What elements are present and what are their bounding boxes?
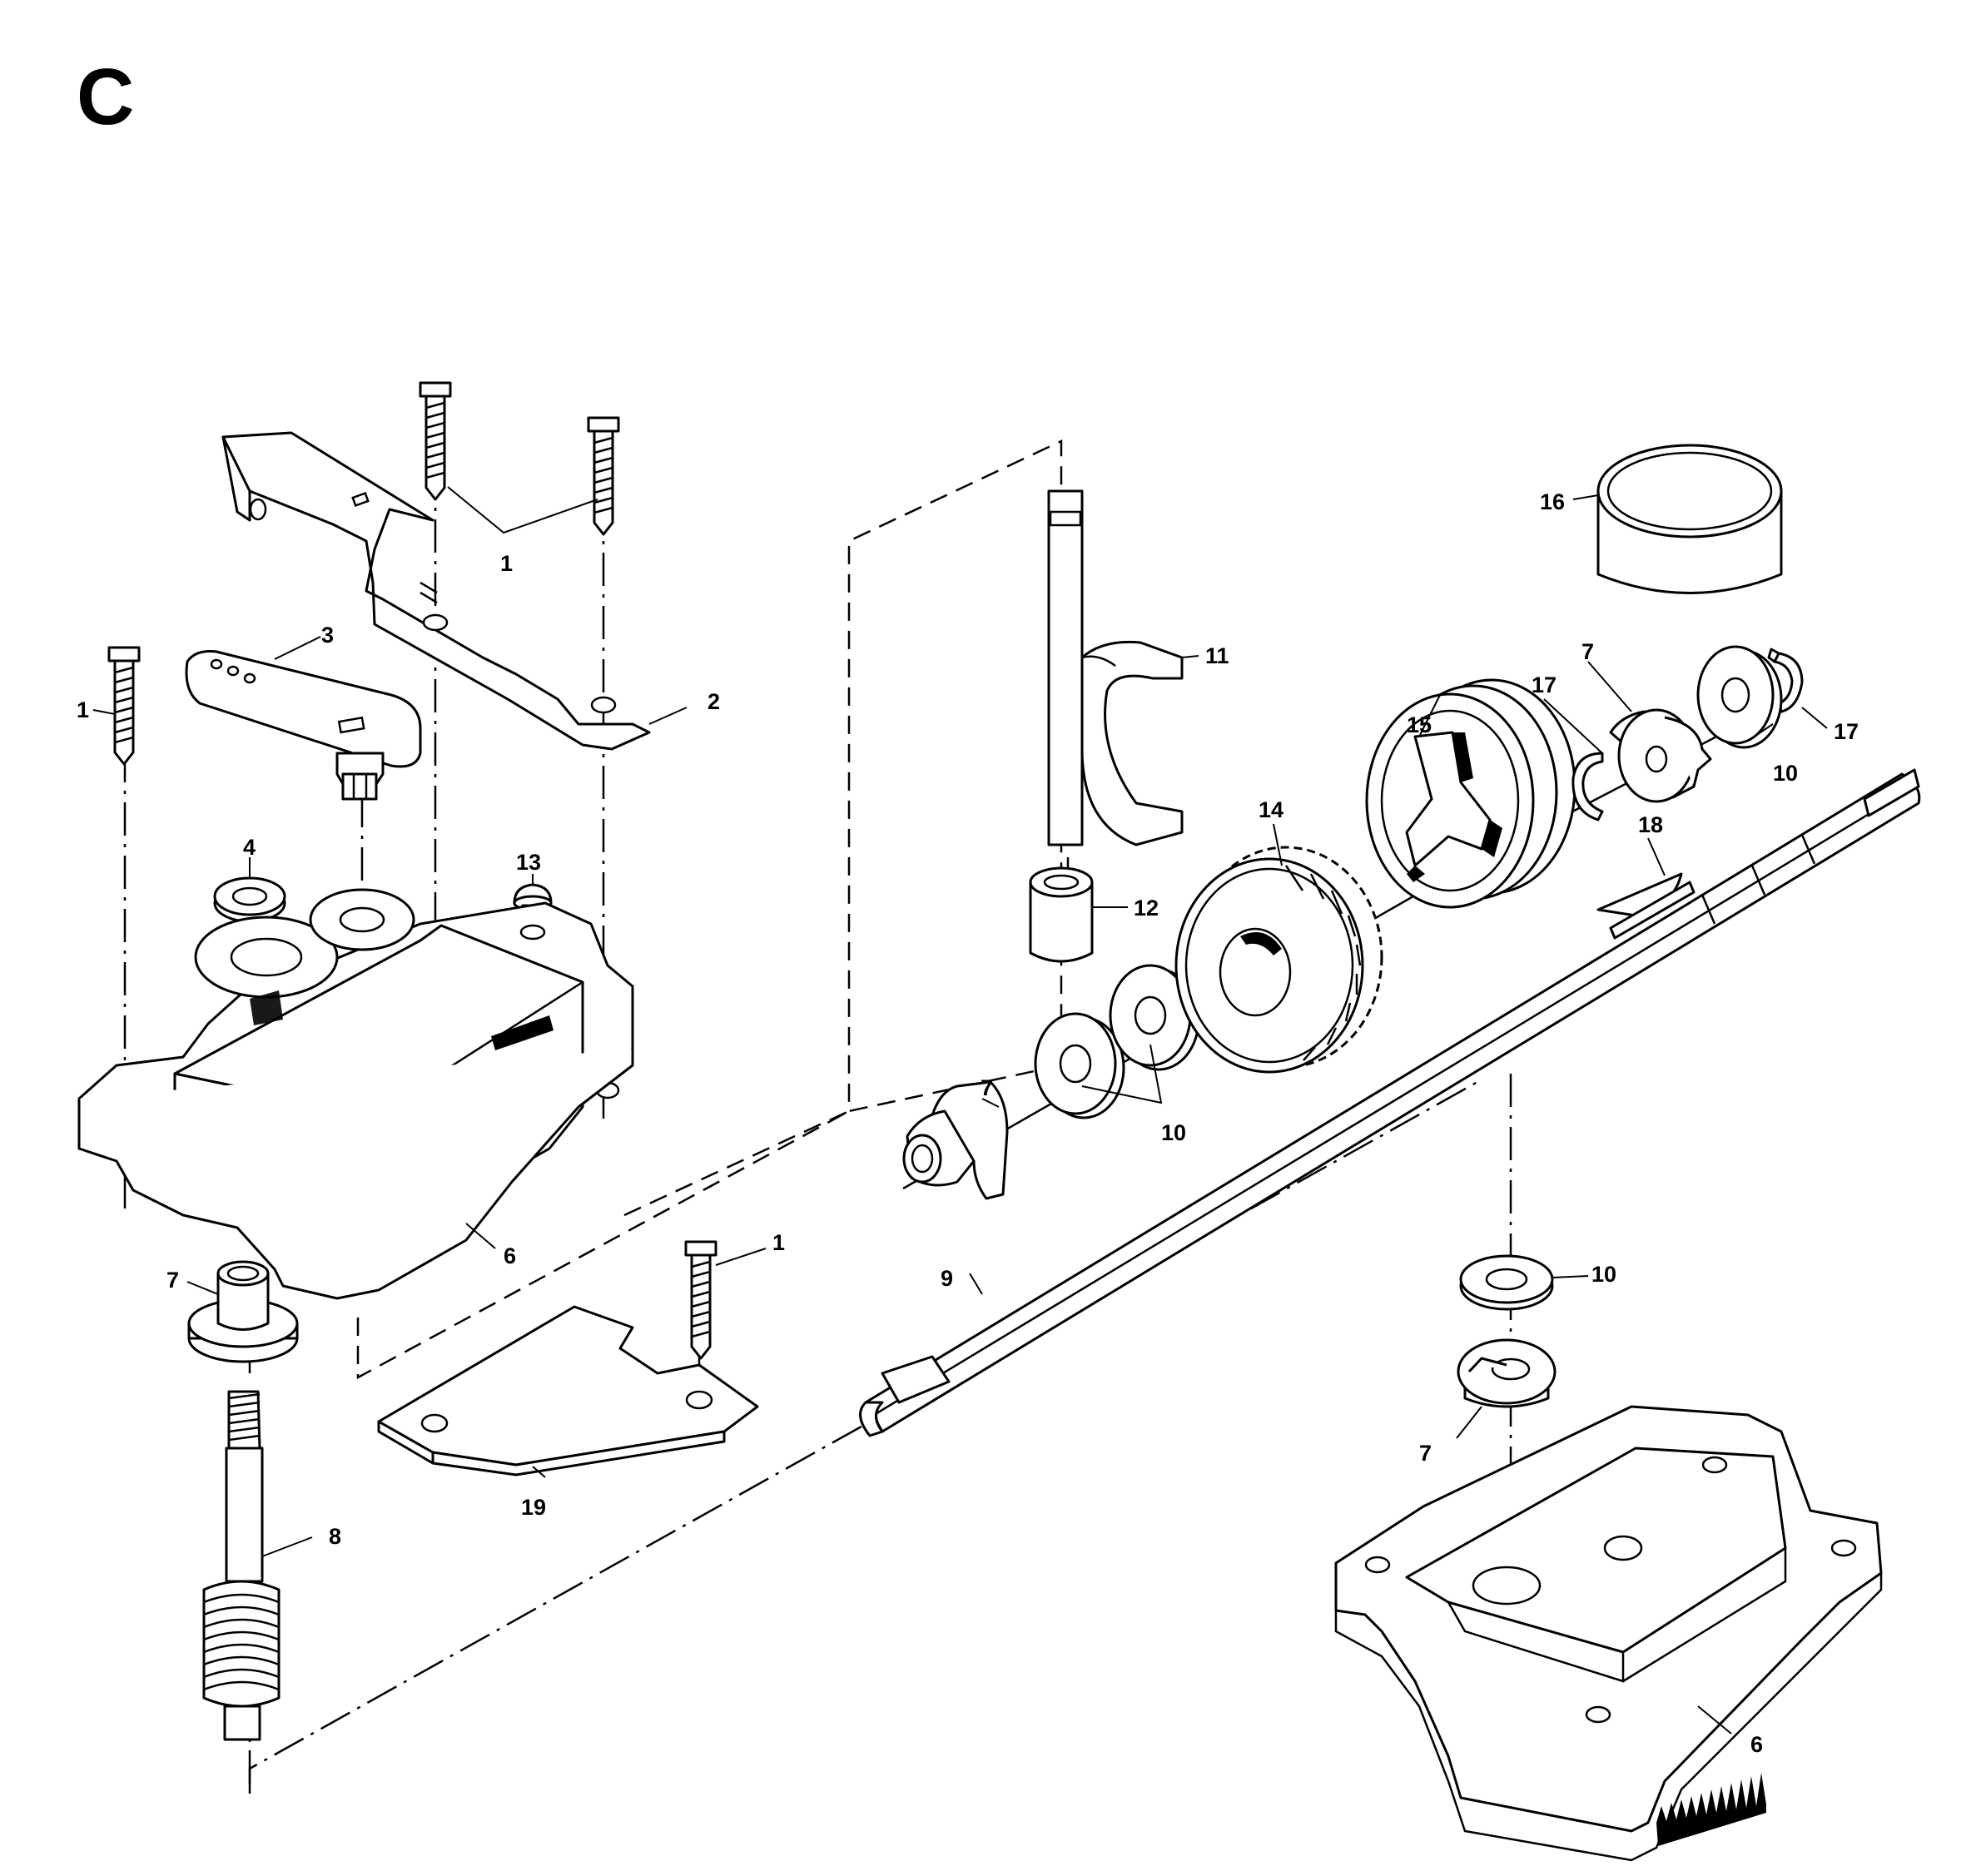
callout-10-mid: 10: [1161, 1120, 1186, 1145]
pin-12: [1029, 866, 1094, 963]
callout-11: 11: [1205, 643, 1229, 668]
callout-17-left: 17: [1532, 672, 1557, 697]
retaining-ring-17-left: [1571, 752, 1604, 821]
callout-1-left: 1: [77, 697, 89, 722]
callout-4: 4: [243, 835, 256, 860]
shift-fork: [1047, 489, 1184, 846]
callout-2: 2: [708, 689, 720, 714]
callout-7-mid: 7: [981, 1075, 993, 1100]
bolt-bottom: [684, 1240, 717, 1360]
gear-case-base: [1334, 1405, 1883, 1862]
callout-12: 12: [1134, 896, 1159, 921]
callout-15: 15: [1407, 712, 1432, 737]
bolt-top-left: [419, 381, 452, 501]
callout-6-top: 6: [504, 1243, 516, 1268]
section-letter: C: [77, 52, 135, 141]
leader-lines: [92, 486, 1828, 1735]
callout-17-right: 17: [1834, 719, 1859, 744]
callout-13: 13: [516, 850, 541, 875]
shift-lever: [185, 650, 422, 801]
bushing-7-left: [187, 1260, 299, 1363]
bushing-16: [1596, 444, 1783, 594]
bracket: [221, 431, 651, 751]
callout-10-bottom: 10: [1591, 1262, 1616, 1287]
bolt-left: [107, 646, 141, 766]
callout-7-left: 7: [166, 1268, 179, 1293]
plate-19: [377, 1305, 759, 1476]
callout-1-top: 1: [500, 551, 513, 576]
callout-3: 3: [321, 623, 334, 648]
callout-9: 9: [941, 1266, 953, 1291]
washer-10-mid-a: [1034, 1012, 1125, 1119]
gear-case-cover: [77, 888, 634, 1300]
callout-7-bottom: 7: [1419, 1441, 1432, 1466]
callout-16: 16: [1540, 489, 1565, 514]
washer-10-right: [1696, 645, 1783, 749]
worm-shaft: [202, 1390, 281, 1741]
washer-10-bottom: [1459, 1254, 1554, 1311]
callout-8: 8: [329, 1524, 341, 1549]
bushing-7-mid: [902, 1080, 1009, 1200]
callouts: 1 1 1 2 3 4 13 6 7 8 19 11 12 7 10 14 15…: [77, 489, 1859, 1757]
callout-1-bottom: 1: [772, 1230, 785, 1255]
bushing-7-bottom: [1457, 1338, 1557, 1408]
gear-14: [1174, 846, 1383, 1074]
bolt-top-right: [587, 416, 620, 536]
callout-18: 18: [1638, 812, 1663, 837]
callout-14: 14: [1259, 797, 1283, 822]
bushing-7-right: [1609, 708, 1712, 803]
washer-4: [213, 876, 286, 923]
clutch-pulley: [1365, 678, 1576, 909]
callout-7-right: 7: [1581, 639, 1594, 664]
callout-6-bottom: 6: [1750, 1732, 1763, 1757]
main-shaft: [859, 768, 1921, 1437]
callout-19: 19: [521, 1495, 546, 1520]
callout-10-right: 10: [1773, 761, 1798, 786]
